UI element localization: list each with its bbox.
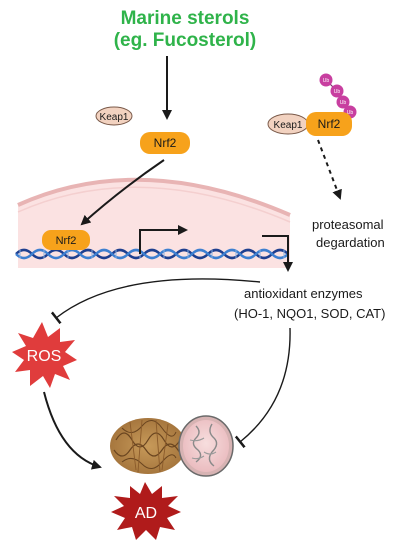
ros-label: ROS [27,348,62,365]
degradation-line1: proteasomal [312,217,384,232]
inhibit-enzymes-to-ad [234,327,291,449]
ubiquitin-chain: Ub Ub Ub Ub [319,73,357,121]
nrf2-complex-label: Nrf2 [318,117,341,131]
nrf2-nucleus-label: Nrf2 [56,235,77,247]
ros-burst: ROS [12,322,77,388]
enzymes-line1: antioxidant enzymes [244,286,363,301]
transcription-start-arrow [139,225,188,254]
ub-bead [336,95,350,109]
tau-tangle-icon [110,418,186,474]
nrf2-nucleus: Nrf2 [42,230,90,250]
degradation-line2: degardation [316,235,385,250]
keap1-nrf2-complex: Keap1 Nrf2 [267,112,352,136]
ad-label: AD [135,505,157,522]
enzymes-line2: (HO-1, NQO1, SOD, CAT) [234,306,385,321]
ub-label: Ub [347,110,354,116]
dna-helix [15,248,289,260]
nrf2-cytoplasm: Nrf2 [140,132,190,154]
arrow-ros-to-ad [43,391,102,470]
arrow-nrf2-to-nucleus [80,159,165,226]
nucleus-membrane [18,179,290,268]
title-line2: (eg. Fucosterol) [114,30,257,51]
keap1-cytoplasm: Keap1 [95,106,133,126]
ub-label: Ub [340,100,347,106]
arrow-to-enzymes [262,235,293,272]
brain-icon [178,415,234,477]
keap1-complex-label: Keap1 [274,120,303,131]
ub-label: Ub [334,89,341,95]
ub-label: Ub [323,78,330,84]
ub-bead [330,84,344,98]
nuclear-envelope-line [17,177,291,217]
inhibit-enzymes-to-ros [50,278,261,325]
arrow-to-degradation [317,139,342,200]
ub-bead [319,73,333,87]
title-line1: Marine sterols [121,8,250,29]
ad-burst: AD [111,482,181,540]
keap1-label: Keap1 [100,112,129,123]
nrf2-label: Nrf2 [154,136,177,150]
